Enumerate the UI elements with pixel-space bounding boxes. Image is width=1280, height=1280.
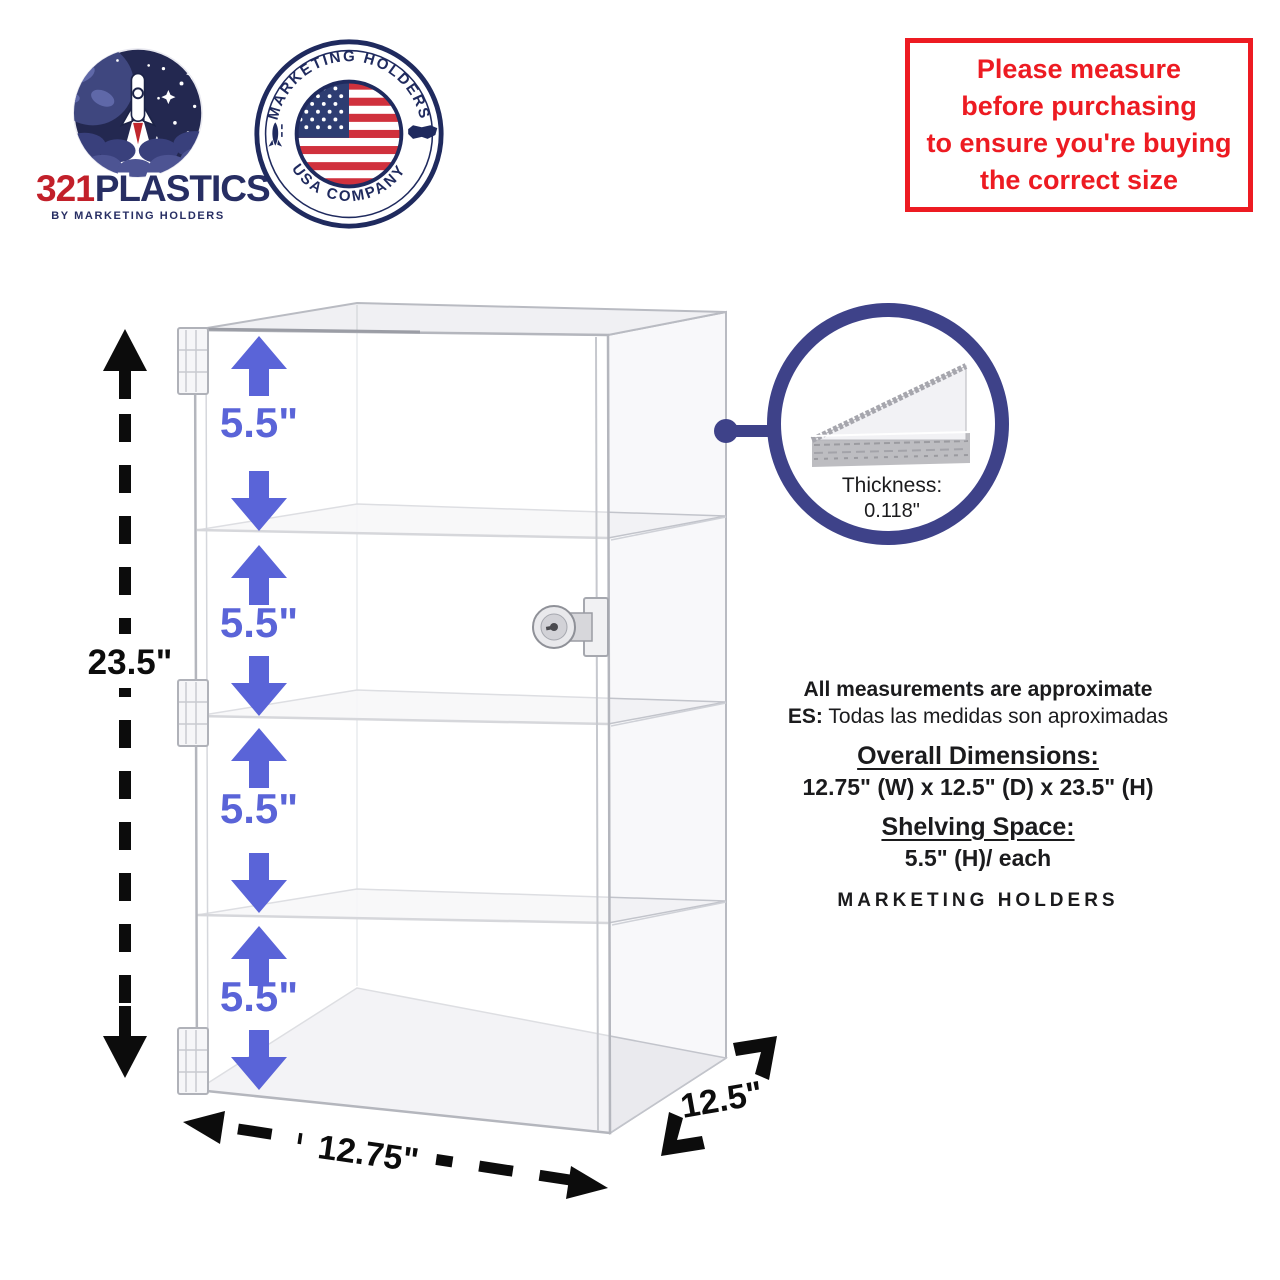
door-top-edge bbox=[194, 327, 421, 334]
height-dimension: 23.5" bbox=[88, 329, 173, 1078]
up-arrow-icon bbox=[231, 926, 287, 986]
thickness-value: 0.118" bbox=[864, 500, 920, 522]
shelf-gap-label-3: 5.5" bbox=[220, 785, 298, 832]
up-arrow-icon bbox=[231, 336, 287, 396]
shelf bbox=[196, 689, 727, 727]
warning-line: Please measure bbox=[976, 54, 1182, 84]
up-arrow-icon bbox=[231, 728, 287, 788]
up-arrow-icon bbox=[231, 545, 287, 605]
callout-dot bbox=[714, 419, 738, 443]
down-arrow-icon bbox=[231, 656, 287, 716]
measurement-notes: All measurements are approximate ES: Tod… bbox=[768, 676, 1188, 912]
approx-note-en: All measurements are approximate bbox=[803, 678, 1153, 701]
acrylic-edge-icon bbox=[810, 363, 971, 467]
shelf bbox=[196, 888, 727, 926]
usa-company-badge: MARKETING HOLDERS USA COMPANY bbox=[252, 37, 446, 231]
hinge-icon bbox=[177, 327, 209, 395]
height-label: 23.5" bbox=[88, 643, 173, 682]
hinge-icon bbox=[177, 679, 209, 747]
es-prefix: ES: bbox=[787, 705, 823, 728]
shelf-gap-label-4: 5.5" bbox=[220, 973, 298, 1020]
lock-icon bbox=[532, 597, 609, 657]
width-dimension: 12.75" bbox=[183, 1111, 608, 1199]
rocket-emblem-icon bbox=[73, 48, 203, 178]
logo-321plastics: 321PLASTICS BY MARKETING HOLDERS bbox=[36, 34, 271, 226]
logo-number: 321 bbox=[36, 168, 96, 209]
us-flag-icon bbox=[296, 81, 402, 187]
shelf-gap-label-2: 5.5" bbox=[220, 599, 298, 646]
overall-dimensions-heading: Overall Dimensions: bbox=[857, 742, 1099, 770]
thickness-label: Thickness: bbox=[842, 474, 942, 497]
approx-note-es: ES: Todas las medidas son aproximadas bbox=[787, 705, 1169, 728]
logo-word: PLASTICS bbox=[94, 168, 271, 209]
usa-map-icon bbox=[408, 125, 438, 139]
shelf-space-annotations: 5.5" 5.5" 5.5" 5.5" bbox=[220, 336, 298, 1090]
brand-footer: MARKETING HOLDERS bbox=[837, 890, 1119, 911]
door-frame-line bbox=[595, 336, 599, 1132]
shelving-space-value: 5.5" (H)/ each bbox=[904, 845, 1052, 871]
warning-line: before purchasing bbox=[961, 91, 1197, 121]
logo-321plastics-wordmark: 321PLASTICS bbox=[36, 168, 271, 210]
shelving-space-heading: Shelving Space: bbox=[881, 813, 1075, 841]
shelf bbox=[196, 503, 727, 541]
est-rocket-icon bbox=[268, 122, 283, 147]
warning-line: the correct size bbox=[979, 165, 1179, 195]
case-door bbox=[193, 328, 612, 1135]
thickness-callout: Thickness: 0.118" bbox=[714, 303, 1009, 545]
logo-tagline: BY MARKETING HOLDERS bbox=[51, 210, 225, 222]
down-arrow-icon bbox=[231, 853, 287, 913]
warning-line: to ensure you're buying bbox=[926, 128, 1232, 158]
shelf-gap-label-1: 5.5" bbox=[220, 399, 298, 446]
overall-dimensions-value: 12.75" (W) x 12.5" (D) x 23.5" (H) bbox=[802, 774, 1154, 800]
down-arrow-icon bbox=[231, 471, 287, 531]
hinge-icon bbox=[177, 1027, 209, 1095]
warning-box: Please measure before purchasing to ensu… bbox=[905, 38, 1253, 212]
depth-label: 12.5" bbox=[678, 1074, 766, 1126]
down-arrow-icon bbox=[231, 1030, 287, 1090]
